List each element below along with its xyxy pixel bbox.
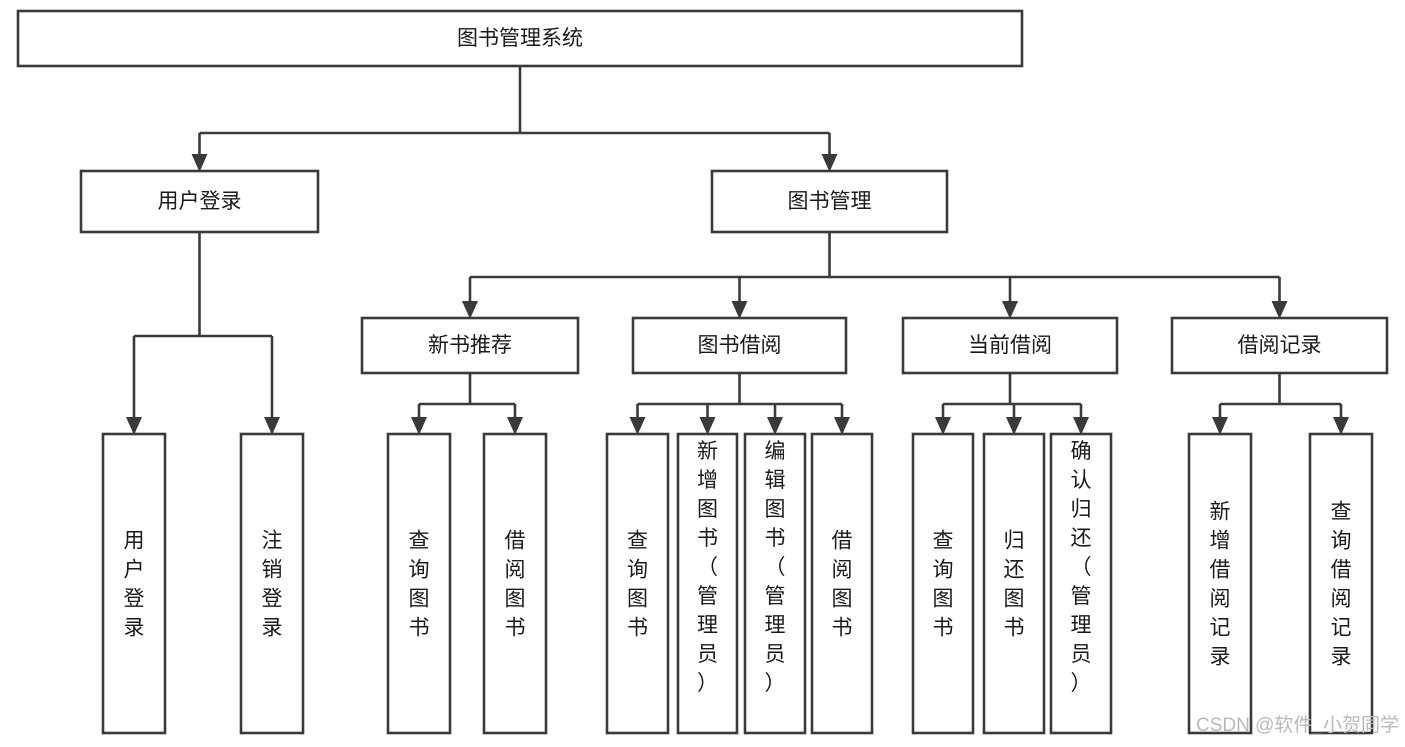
node-label-borrow-record: 借阅记录 [1238,334,1322,357]
arrow-head-icon [1333,417,1349,435]
node-box-leaf-borrow-book-2 [810,432,874,735]
node-leaf-borrow-book-1[interactable]: 借阅图书 [482,432,548,735]
node-label-leaf-query-borrow-record: 查询借阅记录 [1331,501,1352,669]
arrow-head-icon [462,301,478,319]
arrow-head-icon [411,417,427,435]
node-borrow-record[interactable]: 借阅记录 [1170,316,1389,375]
arrow-head-icon [1271,301,1288,319]
arrow-head-icon [264,417,280,435]
node-label-leaf-borrow-book-2: 借阅图书 [832,530,853,640]
node-box-new-book-recommend [360,316,580,375]
node-label-root: 图书管理系统 [457,27,583,50]
node-label-leaf-edit-book-admin: 编辑图书（管理员） [765,440,786,695]
node-label-leaf-borrow-book-1: 借阅图书 [505,530,526,640]
node-leaf-query-borrow-record[interactable]: 查询借阅记录 [1308,432,1374,735]
node-box-leaf-logout [239,432,305,735]
arrow-head-icon [1002,301,1018,319]
edge-group-book-borrow [629,373,850,435]
edge-group-current-borrow [935,373,1089,435]
node-leaf-query-book-2[interactable]: 查询图书 [605,432,670,735]
node-box-book-manage [710,169,949,234]
node-label-book-borrow: 图书借阅 [698,334,782,357]
node-root[interactable]: 图书管理系统 [16,9,1024,68]
node-label-leaf-logout: 注销登录 [262,530,283,640]
node-box-leaf-user-login [101,432,167,735]
node-box-leaf-edit-book-admin [743,432,807,735]
arrow-head-icon [629,417,646,435]
node-box-user-login [79,169,320,234]
node-label-book-manage: 图书管理 [788,190,872,213]
node-label-leaf-user-login: 用户登录 [124,530,145,640]
node-leaf-query-book-3[interactable]: 查询图书 [911,432,975,735]
arrow-head-icon [191,154,208,172]
node-leaf-user-login[interactable]: 用户登录 [101,432,167,735]
node-leaf-borrow-book-2[interactable]: 借阅图书 [810,432,874,735]
arrow-head-icon [1006,417,1022,435]
arrow-head-icon [834,417,850,435]
node-box-leaf-query-book-2 [605,432,670,735]
node-box-leaf-return-book [982,432,1046,735]
node-current-borrow[interactable]: 当前借阅 [901,316,1119,375]
node-label-leaf-confirm-return: 确认归还（管理员） [1071,440,1092,695]
node-box-leaf-add-borrow-record [1187,432,1253,735]
arrow-head-icon [507,417,523,435]
edge-group-root [191,66,838,172]
node-box-leaf-query-book-3 [911,432,975,735]
node-leaf-add-borrow-record[interactable]: 新增借阅记录 [1187,432,1253,735]
node-label-leaf-add-book-admin: 新增图书（管理员） [697,440,718,695]
edge-group-book-manage [462,232,1288,319]
node-leaf-return-book[interactable]: 归还图书 [982,432,1046,735]
node-box-root [16,9,1024,68]
node-box-leaf-query-book-1 [386,432,452,735]
edge-group-borrow-record [1212,373,1349,435]
node-leaf-logout[interactable]: 注销登录 [239,432,305,735]
node-box-leaf-query-borrow-record [1308,432,1374,735]
node-label-leaf-return-book: 归还图书 [1004,530,1025,640]
node-book-manage[interactable]: 图书管理 [710,169,949,234]
edge-group-new-book-recommend [411,373,523,435]
node-leaf-confirm-return[interactable]: 确认归还（管理员） [1049,432,1113,735]
edge-group-user-login [126,232,280,435]
node-box-current-borrow [901,316,1119,375]
csdn-watermark: CSDN @软件_小贺同学 [1196,714,1399,736]
connector-layer [126,66,1349,435]
arrow-head-icon [731,301,748,319]
node-label-current-borrow: 当前借阅 [968,334,1052,357]
node-label-leaf-query-book-1: 查询图书 [409,530,430,640]
arrow-head-icon [821,154,838,172]
node-user-login[interactable]: 用户登录 [79,169,320,234]
node-leaf-query-book-1[interactable]: 查询图书 [386,432,452,735]
arrow-head-icon [1212,417,1228,435]
node-layer: 图书管理系统用户登录图书管理新书推荐图书借阅当前借阅借阅记录用户登录注销登录查询… [16,9,1389,735]
node-leaf-edit-book-admin[interactable]: 编辑图书（管理员） [743,432,807,735]
arrow-head-icon [767,417,783,435]
arrow-head-icon [935,417,951,435]
node-label-user-login: 用户登录 [158,190,242,213]
node-box-leaf-borrow-book-1 [482,432,548,735]
node-book-borrow[interactable]: 图书借阅 [631,316,848,375]
node-new-book-recommend[interactable]: 新书推荐 [360,316,580,375]
node-box-borrow-record [1170,316,1389,375]
node-box-book-borrow [631,316,848,375]
node-leaf-add-book-admin[interactable]: 新增图书（管理员） [676,432,739,735]
node-label-leaf-query-book-3: 查询图书 [933,530,954,640]
node-box-leaf-add-book-admin [676,432,739,735]
arrow-head-icon [699,417,716,435]
node-box-leaf-confirm-return [1049,432,1113,735]
node-label-leaf-add-borrow-record: 新增借阅记录 [1210,501,1231,669]
arrow-head-icon [126,417,142,435]
node-label-leaf-query-book-2: 查询图书 [627,530,648,640]
node-label-new-book-recommend: 新书推荐 [428,334,512,357]
arrow-head-icon [1073,417,1089,435]
